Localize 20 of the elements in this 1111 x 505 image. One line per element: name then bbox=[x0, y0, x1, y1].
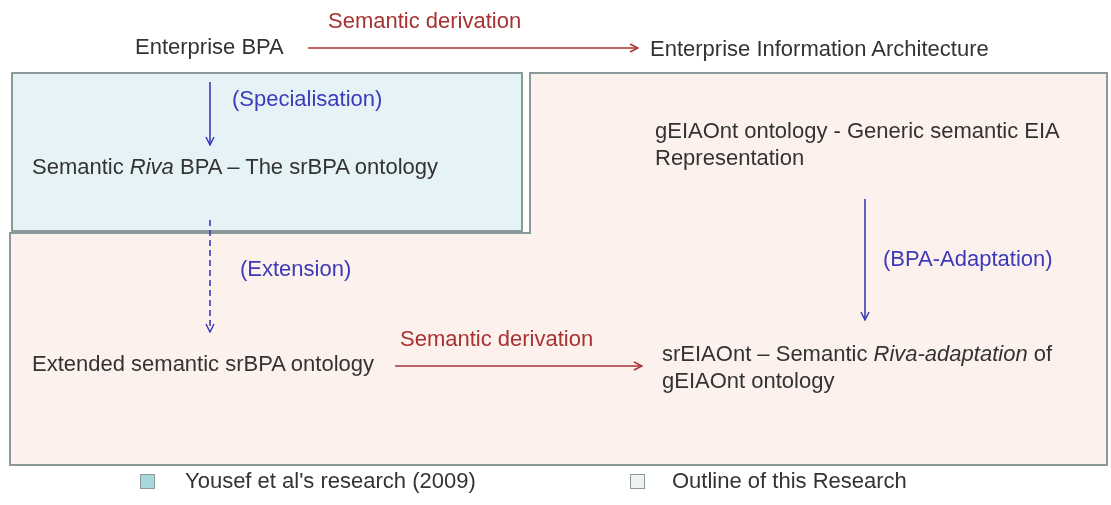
legend-text: Yousef et al's research (2009) bbox=[185, 469, 476, 493]
arrow bbox=[307, 43, 639, 53]
node-text: srEIAOnt – Semantic Riva-adaptation of gEIAOnt ontology bbox=[662, 340, 1054, 394]
edge-label: Semantic derivation bbox=[328, 8, 522, 34]
arrow bbox=[205, 81, 215, 146]
legend-text: Outline of this Research bbox=[672, 469, 907, 493]
edge-label: (BPA-Adaptation) bbox=[883, 245, 1053, 272]
node-text: Semantic Riva BPA – The srBPA ontology bbox=[32, 153, 439, 180]
node-text: gEIAOnt ontology - Generic semantic EIA Representation bbox=[655, 117, 1061, 171]
edge-label: (Extension) bbox=[240, 256, 352, 282]
arrow bbox=[205, 219, 215, 333]
node-text: Enterprise Information Architecture bbox=[650, 35, 990, 62]
edge-label: Semantic derivation bbox=[400, 326, 594, 352]
node-text: Extended semantic srBPA ontology bbox=[32, 350, 375, 377]
node-text: Enterprise BPA bbox=[135, 33, 285, 60]
edge-label: (Specialisation) bbox=[232, 85, 383, 112]
arrow bbox=[394, 361, 643, 371]
region-panel bbox=[10, 73, 1107, 465]
arrow bbox=[860, 198, 870, 321]
region-panel bbox=[12, 73, 522, 231]
